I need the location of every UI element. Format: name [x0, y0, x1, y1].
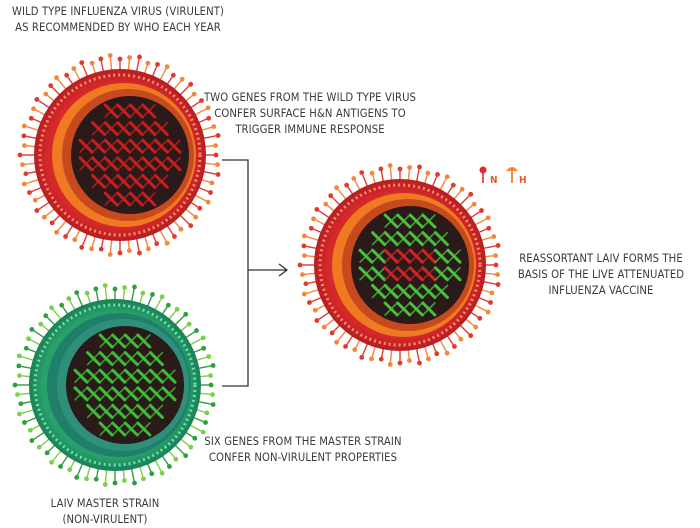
antigen-legend [479, 166, 518, 183]
core-cavity [66, 326, 184, 444]
master-strain-caption-line-1: LAIV MASTER STRAIN [50, 497, 160, 510]
two-genes-caption-line-2: CONFER SURFACE H&N ANTIGENS TO [214, 107, 406, 120]
merge-connector [222, 159, 289, 387]
neuraminidase-icon [479, 166, 487, 183]
master-strain-caption-line-2: (NON-VIRULENT) [62, 513, 148, 526]
six-genes-caption-line-2: CONFER NON-VIRULENT PROPERTIES [208, 451, 398, 464]
envelope-texture [33, 303, 197, 467]
two-genes-caption-line-1: TWO GENES FROM THE WILD TYPE VIRUS [203, 91, 417, 104]
rna-gene-segments [358, 213, 462, 317]
six-genes-caption: SIX GENES FROM THE MASTER STRAIN CONFER … [196, 434, 410, 466]
core-cavity [71, 96, 189, 214]
reassortant-caption-line-2: BASIS OF THE LIVE ATTENUATED [517, 268, 685, 281]
six-genes-caption-line-1: SIX GENES FROM THE MASTER STRAIN [204, 435, 402, 448]
rna-gene-segments [73, 333, 177, 437]
rna-gene-segments [78, 103, 182, 207]
envelope-texture [318, 183, 482, 347]
surface-spikes [12, 283, 216, 487]
reassortant-virus-illustration [297, 163, 501, 367]
reassortant-caption: REASSORTANT LAIV FORMS THE BASIS OF THE … [510, 251, 692, 299]
two-genes-caption-line-3: TRIGGER IMMUNE RESPONSE [235, 123, 385, 136]
envelope-texture [38, 73, 202, 237]
arrow-head-icon [278, 263, 289, 277]
master-strain-virus-illustration [12, 283, 216, 487]
wild-type-virus-illustration [17, 53, 221, 257]
legend-n-label: N [490, 175, 498, 186]
core-cavity [351, 206, 469, 324]
wild-type-caption-line-1: WILD TYPE INFLUENZA VIRUS (VIRULENT) [11, 5, 225, 18]
surface-spikes [17, 53, 221, 257]
reassortant-caption-line-1: REASSORTANT LAIV FORMS THE [519, 252, 683, 265]
hemagglutinin-icon [506, 167, 518, 183]
wild-type-caption-line-2: AS RECOMMENDED BY WHO EACH YEAR [15, 21, 221, 34]
wild-type-caption: WILD TYPE INFLUENZA VIRUS (VIRULENT) AS … [4, 4, 232, 36]
reassortant-caption-line-3: INFLUENZA VACCINE [548, 284, 654, 297]
master-strain-caption: LAIV MASTER STRAIN (NON-VIRULENT) [30, 496, 180, 528]
legend-h-label: H [519, 175, 527, 186]
connector-top-line [222, 159, 249, 387]
two-genes-caption: TWO GENES FROM THE WILD TYPE VIRUS CONFE… [200, 90, 420, 138]
